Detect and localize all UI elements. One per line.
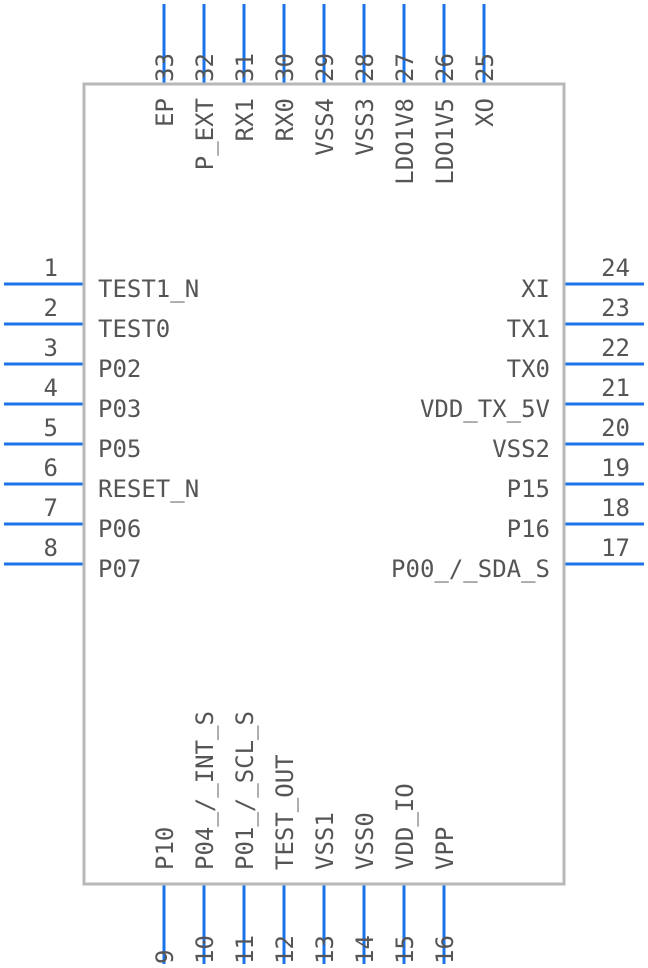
pin-number-14: 14 [351,935,379,964]
pin-number-3: 3 [44,334,58,362]
pin-number-11: 11 [231,935,259,964]
pin-number-23: 23 [601,294,630,322]
pin-label-29: VSS4 [311,98,339,156]
pin-label-25: XO [471,98,499,127]
pin-number-28: 28 [351,53,379,82]
pin-number-17: 17 [601,534,630,562]
pin-label-7: P06 [98,515,141,543]
pin-label-33: EP [151,98,179,127]
pin-label-22: TX0 [507,355,550,383]
pin-number-8: 8 [44,534,58,562]
pin-number-19: 19 [601,454,630,482]
pin-number-25: 25 [471,53,499,82]
pin-label-4: P03 [98,395,141,423]
pin-number-18: 18 [601,494,630,522]
pin-label-8: P07 [98,555,141,583]
pin-number-13: 13 [311,935,339,964]
pin-label-20: VSS2 [492,435,550,463]
pin-label-6: RESET_N [98,475,199,503]
pins-layer [4,4,644,964]
pin-label-16: VPP [431,827,459,870]
pin-number-6: 6 [44,454,58,482]
pin-label-5: P05 [98,435,141,463]
pin-number-20: 20 [601,414,630,442]
pin-label-18: P16 [507,515,550,543]
pin-number-29: 29 [311,53,339,82]
pin-label-28: VSS3 [351,98,379,156]
pin-number-5: 5 [44,414,58,442]
pin-number-7: 7 [44,494,58,522]
pin-number-16: 16 [431,935,459,964]
pin-number-9: 9 [151,950,179,964]
ic-body [82,82,566,886]
pin-label-10: P04_/_INT_S [191,711,219,870]
pin-number-30: 30 [271,53,299,82]
pin-number-2: 2 [44,294,58,322]
pin-label-11: P01_/_SCL_S [231,711,259,870]
pin-label-1: TEST1_N [98,275,199,303]
pin-number-32: 32 [191,53,219,82]
pin-number-33: 33 [151,53,179,82]
pin-number-24: 24 [601,254,630,282]
pin-label-30: RX0 [271,98,299,141]
pin-number-1: 1 [44,254,58,282]
pin-number-26: 26 [431,53,459,82]
pin-label-3: P02 [98,355,141,383]
pin-number-4: 4 [44,374,58,402]
pin-label-31: RX1 [231,98,259,141]
pin-label-13: VSS1 [311,812,339,870]
pin-label-26: LDO1V5 [431,98,459,185]
pin-number-27: 27 [391,53,419,82]
pin-label-9: P10 [151,827,179,870]
pin-number-22: 22 [601,334,630,362]
pin-number-31: 31 [231,53,259,82]
pin-label-12: TEST_OUT [271,754,299,870]
pin-number-15: 15 [391,935,419,964]
pin-label-2: TEST0 [98,315,170,343]
pin-label-17: P00_/_SDA_S [391,555,550,583]
pin-label-14: VSS0 [351,812,379,870]
pin-label-19: P15 [507,475,550,503]
pin-number-12: 12 [271,935,299,964]
pin-label-32: P_EXT [191,98,219,170]
pin-label-27: LDO1V8 [391,98,419,185]
labels-layer: 1TEST1_N2TEST03P024P035P056RESET_N7P068P… [44,53,630,964]
pin-label-23: TX1 [507,315,550,343]
pin-number-21: 21 [601,374,630,402]
pin-number-10: 10 [191,935,219,964]
pin-label-21: VDD_TX_5V [420,395,550,423]
pin-label-15: VDD_IO [391,783,419,870]
pin-label-24: XI [521,275,550,303]
